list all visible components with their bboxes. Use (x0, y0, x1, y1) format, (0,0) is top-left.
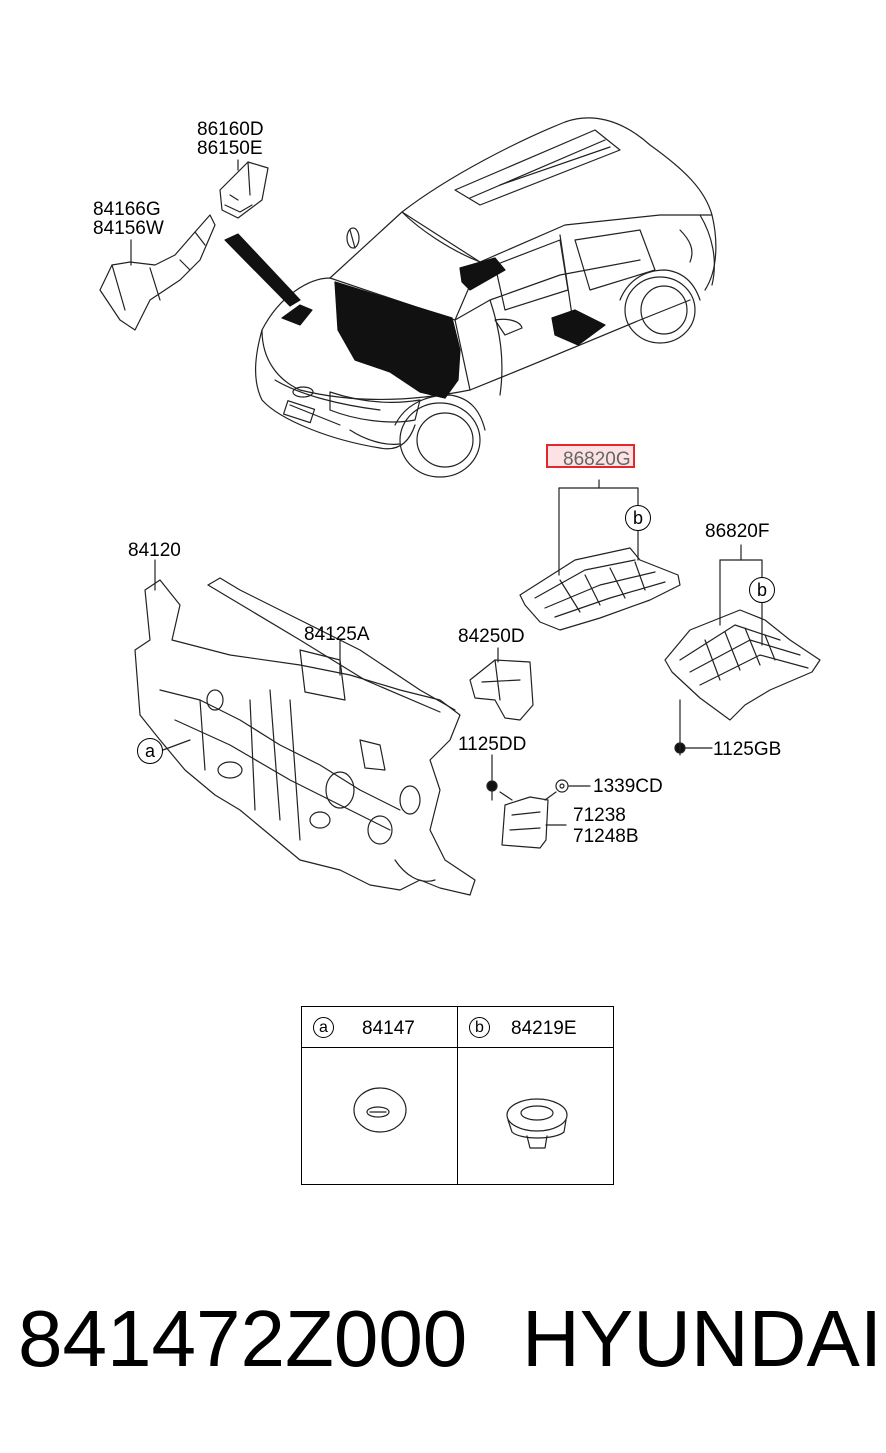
legend-b-part[interactable]: 84219E (511, 1018, 577, 1039)
nut-1339CD (544, 779, 591, 801)
under-cover-86820G (519, 479, 681, 631)
bolt-1125DD (486, 754, 513, 801)
callout-a: a (137, 738, 163, 764)
part-label-84250D[interactable]: 84250D (458, 626, 525, 647)
part-label-71248B[interactable]: 71248B (573, 826, 639, 847)
part-label-71238[interactable]: 71238 (573, 805, 626, 826)
under-cover-86820F (664, 544, 821, 741)
part-label-84156W[interactable]: 84156W (93, 218, 164, 239)
legend-b-marker: b (469, 1017, 490, 1038)
bracket-84166G (99, 214, 216, 331)
washer-84147-icon (353, 1087, 407, 1133)
legend-divider-vertical (457, 1007, 458, 1184)
part-label-84125A[interactable]: 84125A (304, 624, 370, 645)
vehicle-illustration (254, 117, 717, 478)
part-label-86150E[interactable]: 86150E (197, 138, 263, 159)
legend-table: a 84147 b 84219E (301, 1006, 614, 1185)
legend-divider-horizontal (302, 1047, 613, 1048)
callout-b-86820F: b (749, 577, 775, 603)
bracket-86160D (219, 159, 269, 219)
part-label-1339CD[interactable]: 1339CD (593, 776, 663, 797)
part-label-86160D[interactable]: 86160D (197, 119, 264, 140)
clip-84219E-icon (506, 1098, 568, 1149)
bracket-71238 (501, 796, 567, 849)
highlight-box (546, 444, 635, 468)
part-label-84120[interactable]: 84120 (128, 540, 181, 561)
part-label-86820F[interactable]: 86820F (705, 521, 770, 542)
dash-panel-84120 (134, 559, 476, 896)
part-label-1125DD[interactable]: 1125DD (458, 734, 527, 755)
callout-b-86820G: b (625, 505, 651, 531)
bracket-84250D (469, 647, 534, 721)
part-label-1125GB[interactable]: 1125GB (713, 739, 782, 760)
footer-brand: HYUNDAI (522, 1294, 883, 1383)
part-label-84166G[interactable]: 84166G (93, 199, 161, 220)
legend-a-part[interactable]: 84147 (362, 1018, 415, 1039)
insulation-pads (281, 257, 606, 399)
part-label-86820G[interactable]: 86820G (563, 449, 631, 470)
bolt-1125GB (674, 739, 713, 756)
footer-part-number: 841472Z000 (18, 1294, 468, 1383)
legend-a-marker: a (313, 1017, 334, 1038)
